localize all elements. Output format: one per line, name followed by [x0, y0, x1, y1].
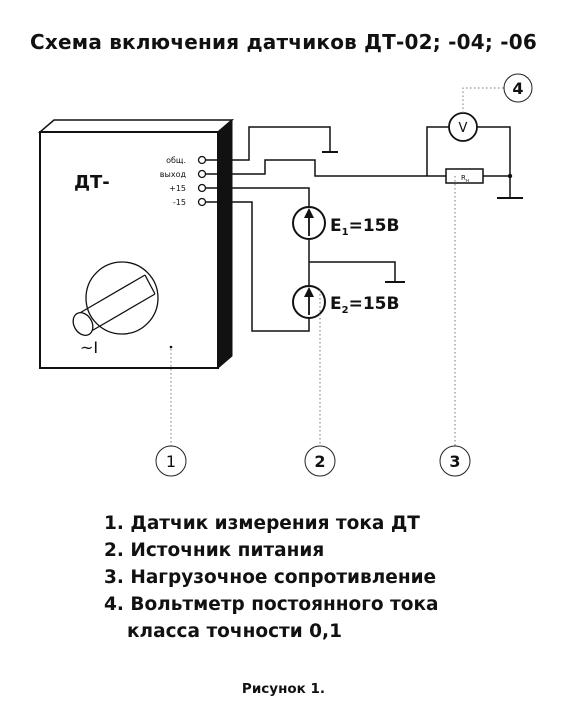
terminal-output [197, 169, 207, 179]
wire-voltmeter-left [426, 126, 449, 176]
legend-item-4: 4. Вольтметр постоянного тока [104, 594, 439, 615]
svg-text:2: 2 [314, 452, 325, 471]
power-source-e2: E2=15В [292, 285, 399, 319]
resistor-symbol: R [461, 174, 466, 182]
diagram-title: Схема включения датчиков ДТ-02; -04; -06 [30, 30, 537, 54]
junction-node [507, 173, 513, 179]
sensor-terminals: общ. выход +15 -15 [160, 155, 207, 207]
e2-value: =15В [349, 294, 400, 314]
svg-text:E1=15В: E1=15В [330, 216, 399, 238]
current-sensor: ДТ- ~I [37, 118, 235, 370]
terminal-plus15 [197, 183, 207, 193]
callout-leaders [170, 87, 505, 446]
terminal-label-output: выход [160, 170, 187, 179]
svg-text:E2=15В: E2=15В [330, 294, 399, 316]
voltmeter: V [448, 112, 478, 142]
voltmeter-symbol: V [459, 121, 468, 136]
e1-subscript: 1 [342, 227, 349, 238]
svg-text:3: 3 [449, 452, 460, 471]
legend-item-3: 3. Нагрузочное сопротивление [104, 567, 437, 588]
e2-subscript: 2 [342, 305, 349, 316]
legend-list: 1. Датчик измерения тока ДТ 2. Источник … [104, 510, 439, 645]
terminal-minus15 [197, 197, 207, 207]
wire-voltmeter-right [477, 126, 511, 176]
wire-midpoint-ground [309, 261, 396, 282]
current-symbol: ~I [80, 338, 98, 357]
sensor-front-face [39, 131, 219, 369]
terminal-label-plus15: +15 [169, 184, 186, 193]
legend-item-4-continuation: класса точности 0,1 [127, 621, 342, 642]
legend-item-2: 2. Источник питания [104, 540, 325, 561]
wire-output [206, 159, 446, 177]
svg-text:1: 1 [166, 452, 176, 471]
sensor-label: ДТ- [74, 172, 110, 193]
figure-caption: Рисунок 1. [241, 681, 326, 697]
conductor-through-hole [72, 261, 159, 336]
wire-plus15 [206, 187, 310, 206]
callout-3: 3 [439, 445, 471, 477]
e1-symbol: E [330, 216, 342, 236]
terminal-common [197, 155, 207, 165]
callout-2: 2 [304, 445, 336, 477]
load-resistor: Rн [445, 168, 484, 184]
e2-symbol: E [330, 294, 342, 314]
e1-value: =15В [349, 216, 400, 236]
resistor-subscript: н [466, 178, 469, 184]
wire-common-ground [206, 126, 331, 161]
wire-minus15 [206, 201, 310, 332]
wiring [206, 126, 523, 332]
terminal-label-minus15: -15 [173, 198, 186, 207]
power-source-e1: E1=15В [292, 206, 399, 240]
terminal-label-common: общ. [166, 156, 186, 165]
callout-1: 1 [155, 445, 187, 477]
svg-text:4: 4 [512, 79, 523, 98]
callout-4: 4 [503, 73, 533, 103]
callout-1-anchor [169, 345, 173, 349]
legend-item-1: 1. Датчик измерения тока ДТ [104, 513, 420, 534]
svg-text:Rн: Rн [461, 174, 469, 184]
